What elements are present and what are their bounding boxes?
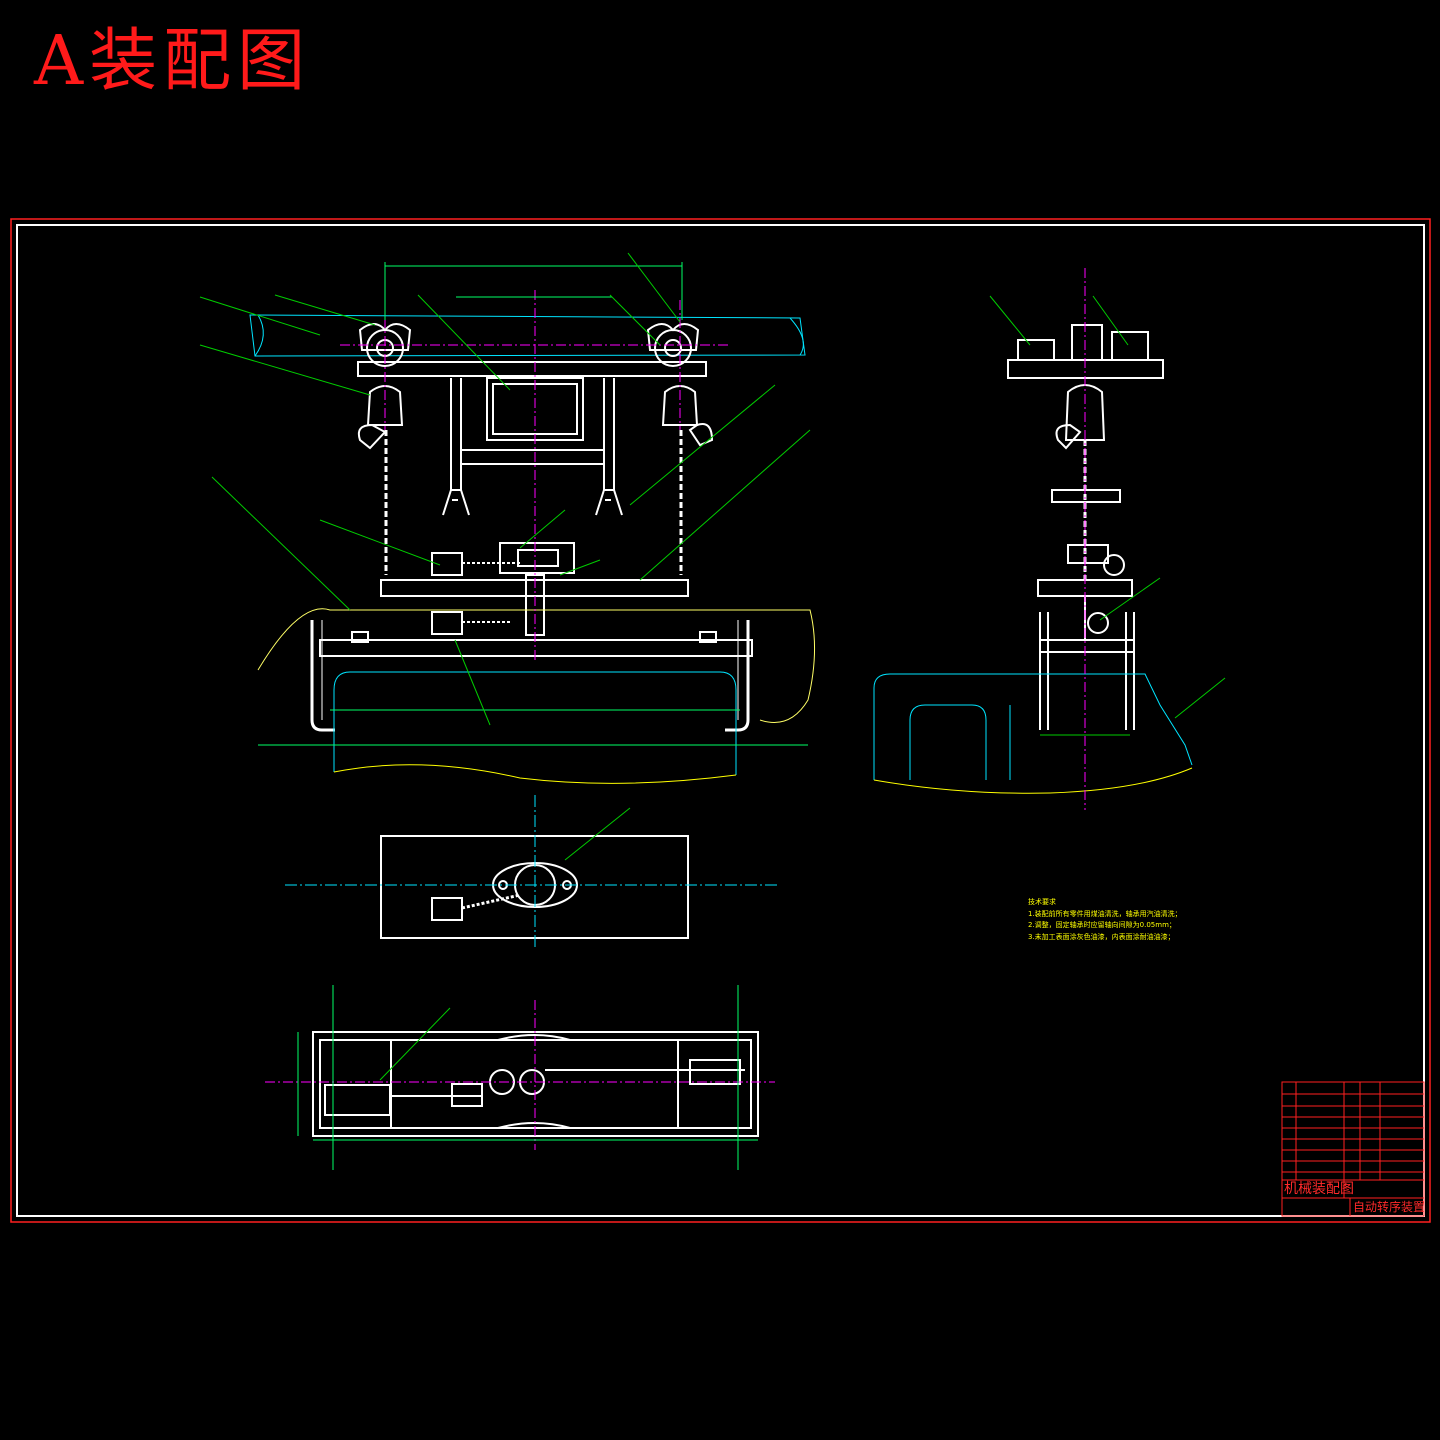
technical-note-item: 2.调整，固定轴承时应留轴向间隙为0.05mm； (1028, 921, 1176, 929)
front-view (249, 314, 806, 732)
technical-notes-heading: 技术要求 (1028, 898, 1056, 906)
front-centerlines (340, 290, 730, 660)
outer-frame (10, 218, 1431, 1223)
front-dimensions (258, 262, 808, 746)
title-block-product-name: 自动转序装置 (1353, 1200, 1426, 1214)
title-block (1281, 1081, 1425, 1217)
side-workpiece (873, 673, 1193, 794)
bottom-view (312, 1031, 759, 1137)
top-leader (564, 807, 631, 861)
front-workpiece (257, 608, 815, 784)
front-leaders (199, 252, 811, 726)
technical-note-item: 3.未加工表面涂灰色油漆，内表面涂耐油油漆； (1028, 932, 1175, 941)
inner-frame (16, 224, 1425, 1217)
side-leaders (989, 295, 1226, 736)
technical-note-item: 1.装配前所有零件用煤油清洗，轴承用汽油清洗； (1028, 909, 1182, 918)
title-block-drawing-name: 机械装配图 (1284, 1181, 1354, 1197)
page-title: A装配图 (34, 22, 312, 101)
bottom-leader (379, 1007, 451, 1081)
technical-notes: 技术要求 1.装配前所有零件用煤油清洗，轴承用汽油清洗； 2.调整，固定轴承时应… (1028, 897, 1182, 943)
